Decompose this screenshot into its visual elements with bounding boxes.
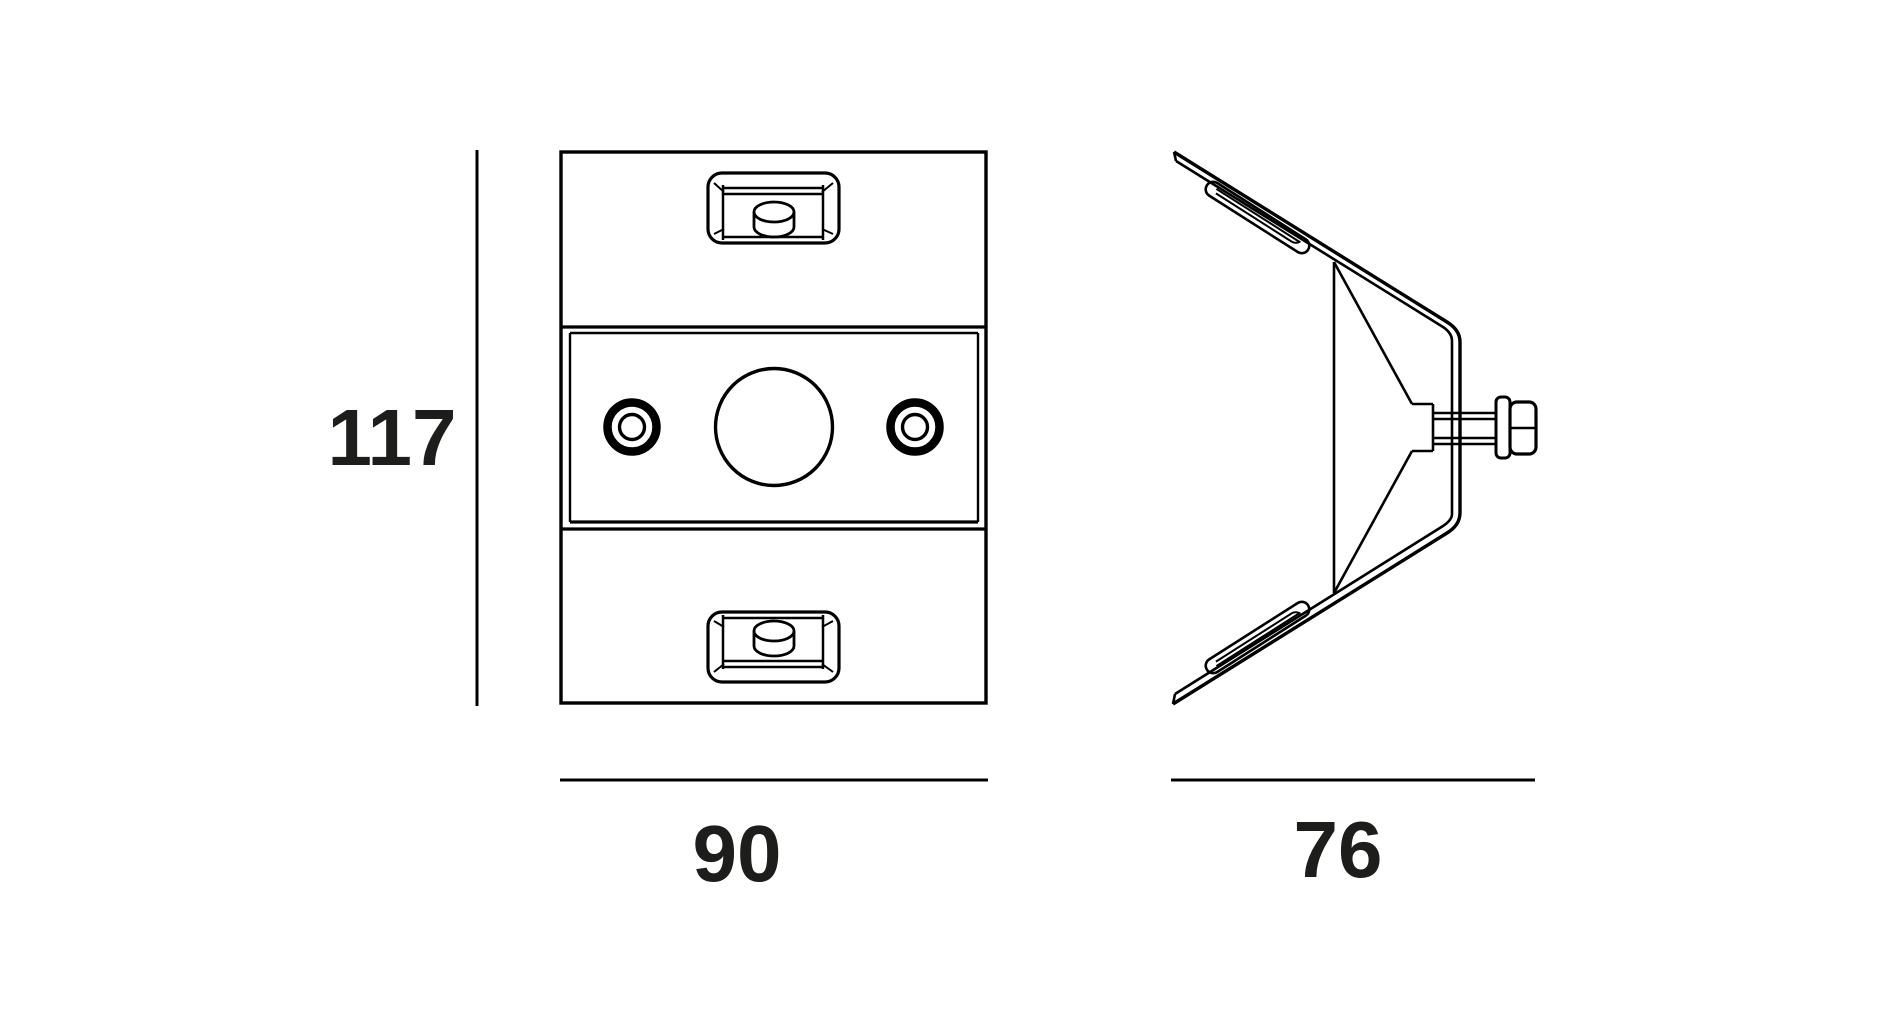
side-slot-bottom — [1204, 600, 1311, 675]
hex-bolt — [1434, 395, 1538, 460]
front-view — [559, 150, 988, 705]
bolt-washer — [1494, 395, 1512, 460]
depth-dimension-label: 76 — [1294, 805, 1383, 894]
slot-bottom — [706, 610, 841, 684]
fold-bend-lines — [1332, 261, 1435, 594]
slot-bottom-rivet — [752, 619, 796, 658]
front-plate-outline — [559, 150, 988, 705]
middle-band — [561, 325, 986, 531]
height-dimension-label: 117 — [327, 393, 456, 482]
side-profile-outer — [1172, 150, 1462, 706]
side-slot-top — [1204, 180, 1311, 255]
side-view — [1171, 150, 1538, 706]
slot-top — [706, 171, 841, 245]
dimension-depth-side: 76 — [1171, 778, 1535, 894]
slot-top-rivet — [752, 200, 796, 239]
screw-right — [886, 398, 944, 456]
bolt-head — [1508, 400, 1538, 456]
width-dimension-label: 90 — [693, 809, 782, 898]
side-profile-inner — [1174, 159, 1454, 696]
dimension-height: 117 — [327, 150, 479, 706]
screw-left — [603, 398, 661, 456]
dimension-width-front: 90 — [560, 778, 988, 898]
center-hole — [713, 366, 835, 488]
